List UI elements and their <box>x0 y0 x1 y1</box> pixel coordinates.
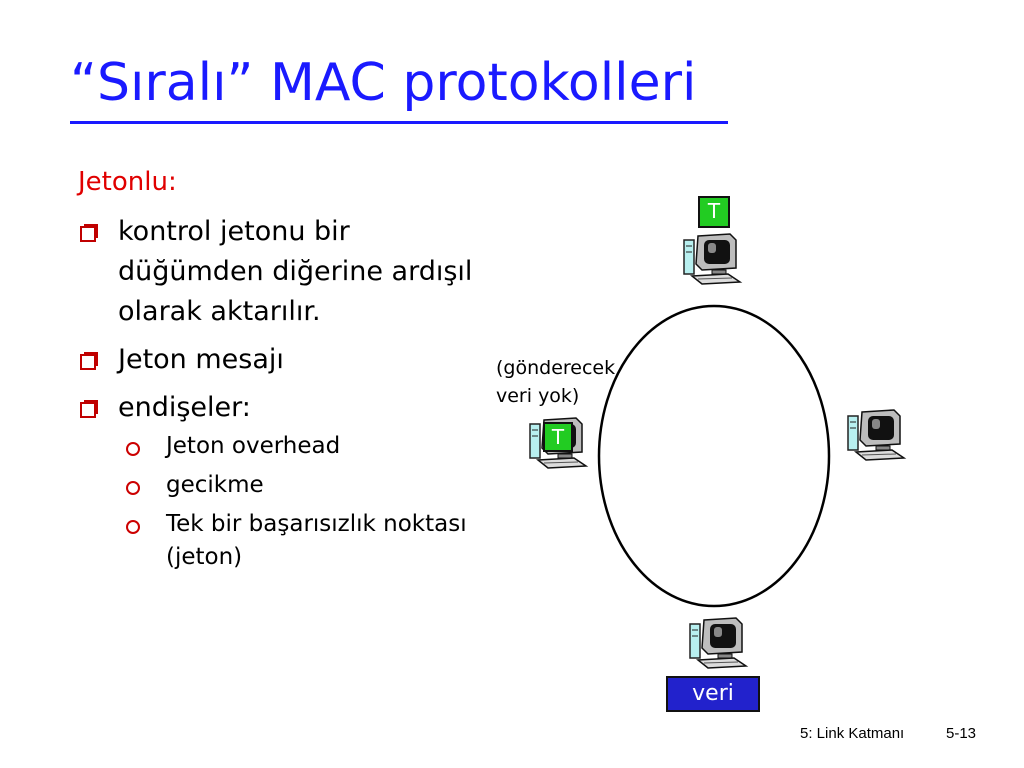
square-bullet-icon <box>80 226 96 242</box>
square-bullet-icon <box>80 354 96 370</box>
computer-icon-right <box>847 409 905 461</box>
footer-chapter: 5: Link Katmanı <box>800 725 905 742</box>
circle-bullet-icon <box>126 442 140 456</box>
token-badge-top: T <box>698 196 730 228</box>
sub-bullet-text: Jeton overhead <box>166 433 341 459</box>
square-bullet-icon <box>80 402 96 418</box>
ring-link <box>597 304 831 608</box>
title-underline <box>70 121 728 124</box>
footer-page-number: 5-13 <box>946 725 977 742</box>
sub-bullet-text: gecikme <box>166 472 264 498</box>
computer-icon-top <box>683 233 741 285</box>
sub-bullet-text: Tek bir başarısızlık noktası (jeton) <box>166 511 467 570</box>
bullet-text: Jeton mesajı <box>118 344 284 375</box>
sub-bullet-item: Jeton overhead <box>118 430 498 463</box>
bullet-text: endişeler: <box>118 392 251 423</box>
sub-bullet-item: Tek bir başarısızlık noktası (jeton) <box>118 508 498 574</box>
circle-bullet-icon <box>126 520 140 534</box>
circle-bullet-icon <box>126 481 140 495</box>
bullet-text: kontrol jetonu bir düğümden diğerine ard… <box>118 216 473 327</box>
data-box: veri <box>666 676 760 712</box>
slide-title: “Sıralı” MAC protokolleri <box>70 53 697 113</box>
no-data-note: (gönderecek veri yok) <box>496 357 616 407</box>
computer-icon-bottom <box>689 617 747 669</box>
bullet-list: kontrol jetonu bir düğümden diğerine ard… <box>78 212 498 582</box>
section-heading: Jetonlu: <box>78 167 177 197</box>
bullet-item: Jeton mesajı <box>78 340 498 380</box>
bullet-item: kontrol jetonu bir düğümden diğerine ard… <box>78 212 498 332</box>
bullet-item: endişeler: Jeton overhead gecikme Tek bi… <box>78 388 498 574</box>
token-badge-left: T <box>543 422 573 452</box>
sub-bullet-item: gecikme <box>118 469 498 502</box>
sub-bullet-list: Jeton overhead gecikme Tek bir başarısız… <box>118 430 498 574</box>
